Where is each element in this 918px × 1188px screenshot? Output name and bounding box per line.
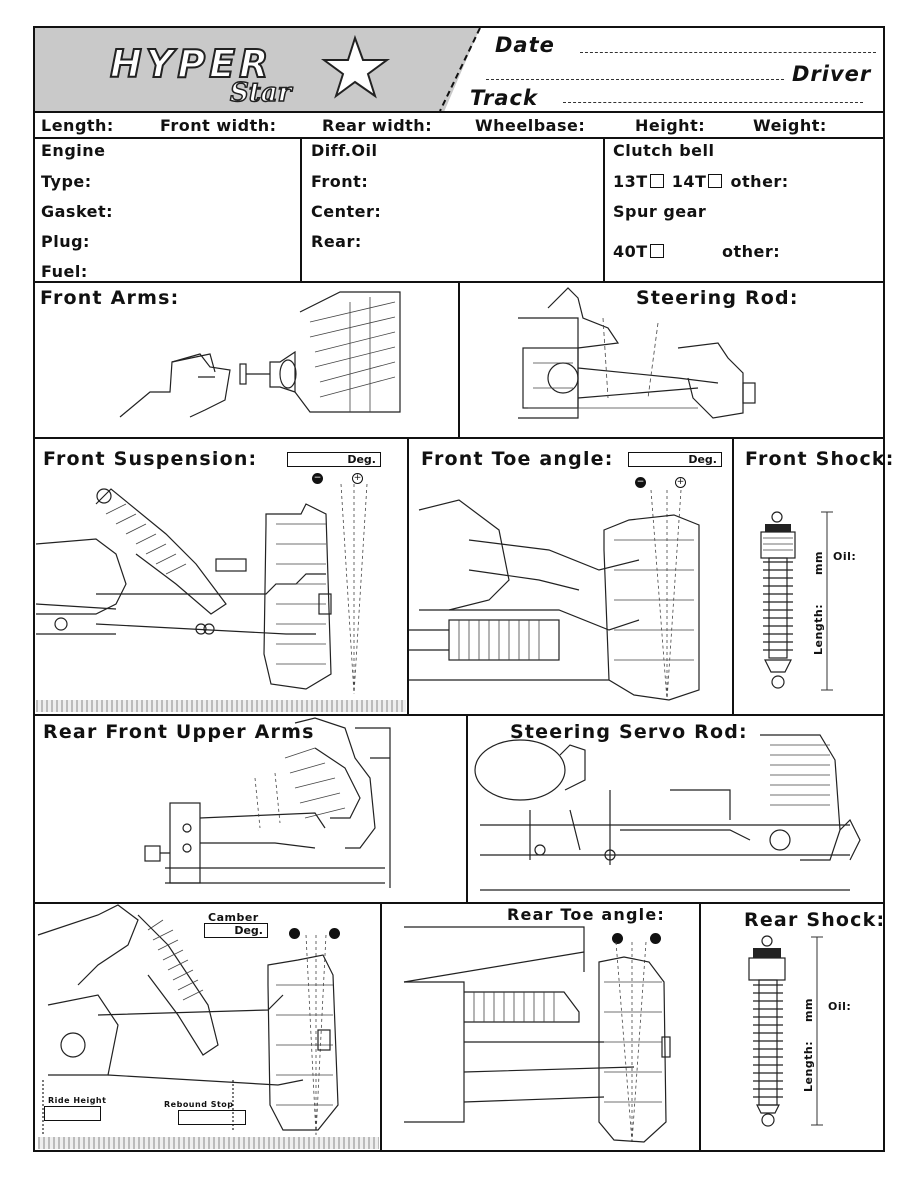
- plus-icon: [650, 933, 661, 944]
- rebound-stop-label: Rebound Stop: [164, 1100, 234, 1109]
- date-label: Date: [495, 33, 555, 57]
- rear-width-label: Rear width:: [322, 116, 433, 135]
- divider: [466, 715, 468, 903]
- spur-options: 40T: [613, 242, 666, 261]
- rear-camber-deg-field[interactable]: Deg.: [204, 923, 268, 938]
- plus-icon: [329, 928, 340, 939]
- driver-label: Driver: [792, 62, 872, 86]
- divider: [35, 281, 885, 283]
- steering-rod-title: Steering Rod:: [636, 287, 799, 309]
- wheelbase-label: Wheelbase:: [475, 116, 586, 135]
- rear-camber-drawing: [37, 904, 339, 1136]
- rear-shock-length-label: Length:: [802, 1040, 815, 1092]
- minus-icon: [289, 928, 300, 939]
- diff-oil-title: Diff.Oil: [311, 141, 378, 160]
- spur-other-label: other:: [722, 242, 781, 261]
- engine-title: Engine: [41, 141, 106, 160]
- steering-rod-drawing: [518, 287, 756, 419]
- clutch-other-label: other:: [730, 172, 789, 191]
- rear-upper-arms-drawing: [144, 717, 391, 888]
- rear-front-upper-arms-title: Rear Front Upper Arms: [43, 721, 315, 743]
- logo: HYPER Star: [109, 34, 400, 109]
- divider: [732, 438, 734, 714]
- clutch-options: 13T 14T other:: [613, 172, 789, 191]
- divider: [35, 111, 885, 113]
- length-label: Length:: [41, 116, 114, 135]
- steering-servo-rod-title: Steering Servo Rod:: [510, 721, 748, 743]
- plus-icon: +: [675, 477, 686, 488]
- driver-field[interactable]: [486, 79, 784, 80]
- divider: [35, 137, 885, 139]
- rear-shock-title: Rear Shock:: [744, 909, 886, 931]
- logo-star-icon: [320, 34, 391, 99]
- spur-gear-title: Spur gear: [613, 202, 707, 221]
- divider: [458, 282, 460, 438]
- engine-plug-label: Plug:: [41, 232, 90, 251]
- front-toe-deg-field[interactable]: Deg.: [628, 452, 722, 467]
- minus-icon: −: [635, 477, 646, 488]
- header-diagonal-divider: [430, 27, 490, 112]
- front-shock-length-label: Length:: [812, 603, 825, 655]
- minus-icon: −: [312, 473, 323, 484]
- front-width-label: Front width:: [160, 116, 277, 135]
- logo-banner: [35, 28, 480, 111]
- front-toe-drawing: [409, 489, 700, 701]
- ride-height-label: Ride Height: [48, 1096, 107, 1105]
- clutch-bell-title: Clutch bell: [613, 141, 715, 160]
- ground-line: [38, 1137, 379, 1149]
- divider: [407, 438, 409, 714]
- checkbox-14t[interactable]: [708, 174, 723, 188]
- weight-label: Weight:: [753, 116, 827, 135]
- steering-servo-rod-drawing: [474, 734, 861, 891]
- checkbox-13t[interactable]: [649, 174, 664, 188]
- divider: [35, 437, 885, 439]
- divider: [300, 138, 302, 282]
- front-toe-title: Front Toe angle:: [421, 448, 614, 470]
- logo-star-text: Star: [229, 77, 292, 109]
- front-shock-mm-label: mm: [812, 551, 825, 575]
- front-arms-drawing: [119, 291, 401, 418]
- diff-front-label: Front:: [311, 172, 369, 191]
- front-camber-deg-field[interactable]: Deg.: [287, 452, 381, 467]
- front-suspension-drawing: [35, 483, 368, 695]
- plus-icon: +: [352, 473, 363, 484]
- rear-shock-mm-label: mm: [802, 998, 815, 1022]
- front-arms-title: Front Arms:: [40, 287, 180, 309]
- track-label: Track: [470, 86, 538, 110]
- option-14t: 14T: [671, 172, 707, 191]
- camber-label: Camber: [208, 911, 259, 924]
- ride-height-field[interactable]: [44, 1106, 101, 1121]
- front-shock-oil-label: Oil:: [833, 550, 857, 563]
- divider: [35, 714, 885, 716]
- divider: [35, 902, 885, 904]
- logo-hyper-text: HYPER: [109, 41, 273, 87]
- engine-type-label: Type:: [41, 172, 92, 191]
- front-suspension-title: Front Suspension:: [43, 448, 258, 470]
- rear-toe-title: Rear Toe angle:: [507, 905, 666, 924]
- option-13t: 13T: [613, 172, 648, 191]
- divider: [380, 903, 382, 1151]
- height-label: Height:: [635, 116, 706, 135]
- divider: [603, 138, 605, 282]
- front-shock-title: Front Shock:: [745, 448, 895, 470]
- front-shock-drawing: [760, 511, 833, 691]
- diff-center-label: Center:: [311, 202, 382, 221]
- rear-shock-oil-label: Oil:: [828, 1000, 852, 1013]
- setup-sheet-frame: [33, 26, 885, 1152]
- diff-rear-label: Rear:: [311, 232, 362, 251]
- rear-shock-drawing: [748, 935, 823, 1127]
- ground-line: [36, 700, 406, 712]
- minus-icon: [612, 933, 623, 944]
- track-field[interactable]: [563, 102, 863, 103]
- engine-fuel-label: Fuel:: [41, 262, 88, 281]
- checkbox-40t[interactable]: [649, 244, 664, 258]
- date-field[interactable]: [580, 52, 876, 53]
- engine-gasket-label: Gasket:: [41, 202, 114, 221]
- rebound-stop-field[interactable]: [178, 1110, 246, 1125]
- option-40t: 40T: [613, 242, 648, 261]
- rear-toe-drawing: [403, 926, 671, 1143]
- divider: [699, 903, 701, 1151]
